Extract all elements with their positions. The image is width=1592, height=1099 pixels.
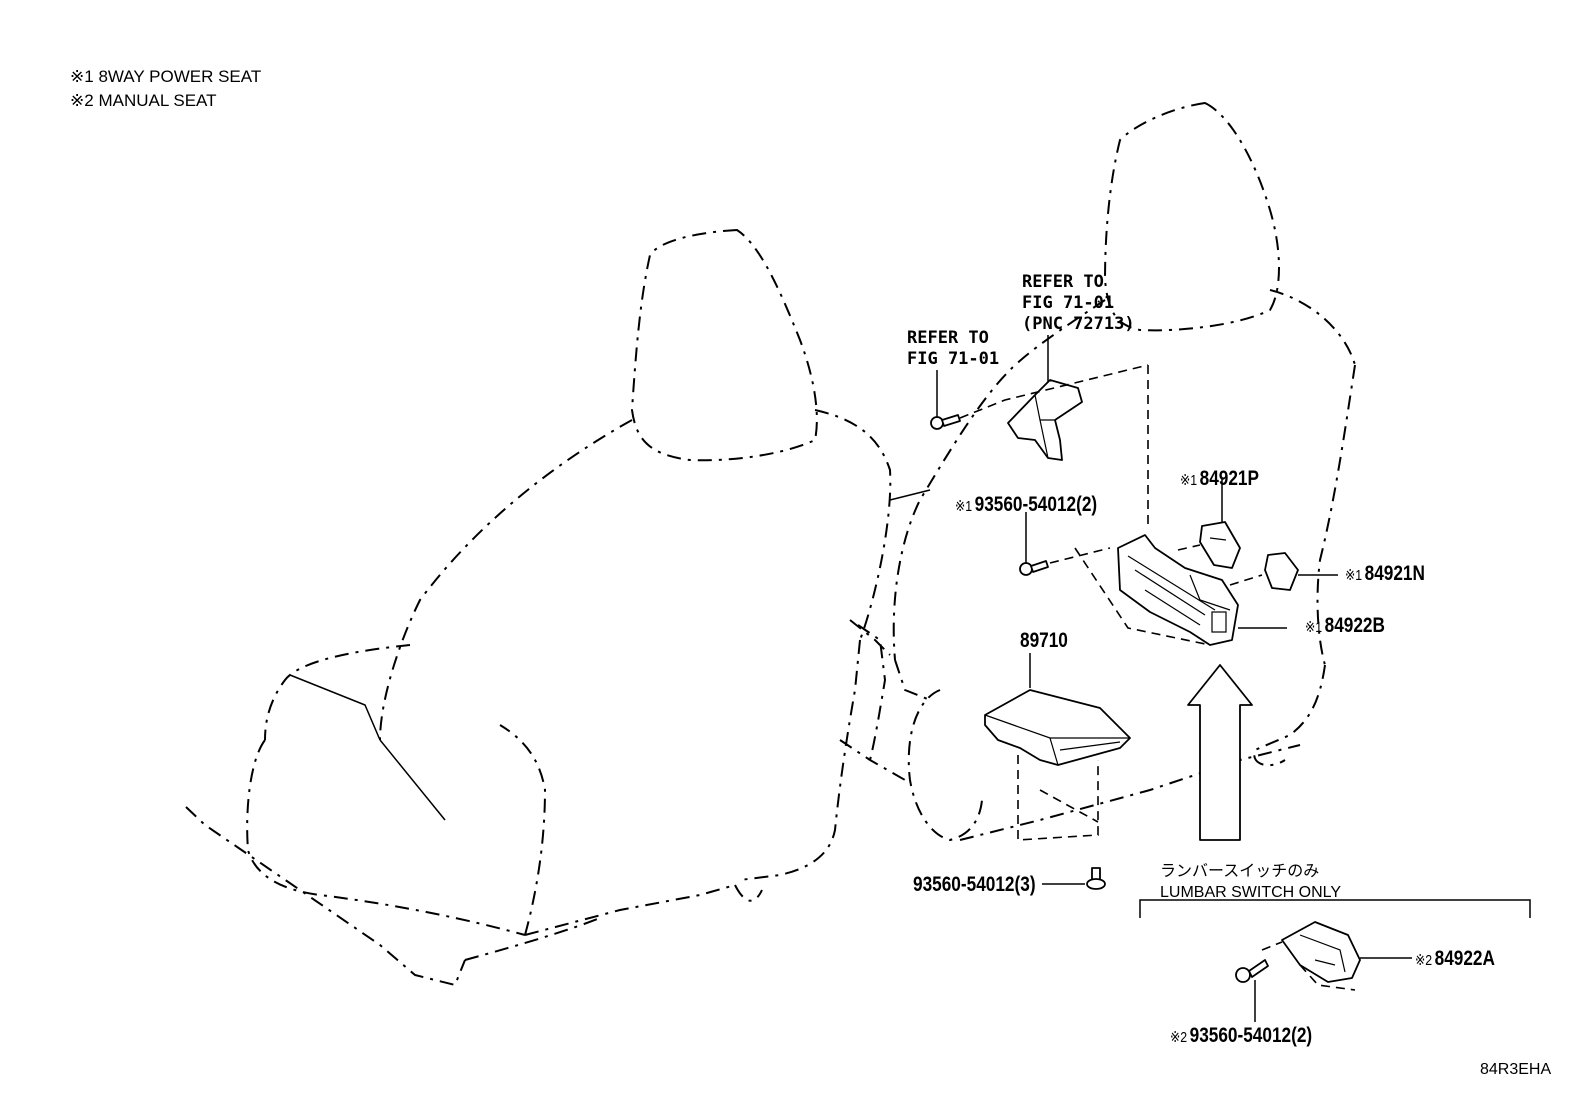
part-mark-84922B: ※1 xyxy=(1305,619,1323,636)
left-seat-outline-icon xyxy=(185,229,892,986)
part-mark-screw-manual: ※2 xyxy=(1170,1029,1188,1046)
seat-bracket-icon xyxy=(1007,379,1083,461)
part-number-screw-lower: 93560-54012(3) xyxy=(913,873,1036,896)
part-label-screw-lower[interactable]: 93560-54012(3) xyxy=(913,874,1036,895)
switch-knob-icon-n xyxy=(1264,552,1299,591)
refer-top-line-3: (PNC 72713) xyxy=(1022,314,1135,334)
part-number-84921N: 84921N xyxy=(1364,562,1425,585)
part-number-84922B: 84922B xyxy=(1324,614,1385,637)
legend-mark-2: ※2 xyxy=(70,91,94,110)
part-number-screw-upper: 93560-54012(2) xyxy=(974,493,1098,516)
part-label-89710[interactable]: 89710 xyxy=(1020,630,1068,651)
part-mark-84922A: ※2 xyxy=(1415,952,1433,969)
refer-left-line-2: FIG 71-01 xyxy=(907,349,1000,369)
bolt-icon-manual xyxy=(1235,959,1269,983)
part-mark-84921N: ※1 xyxy=(1345,567,1363,584)
diagram-code: 84R3EHA xyxy=(1480,1061,1552,1078)
refer-label-left: REFER TO FIG 71-01 xyxy=(907,328,999,370)
part-number-84921P: 84921P xyxy=(1199,467,1259,490)
lumbar-note-en: LUMBAR SWITCH ONLY xyxy=(1160,884,1342,901)
switch-base-icon xyxy=(1117,534,1239,646)
lumbar-note-jp: ランバースイッチのみ xyxy=(1160,863,1320,880)
part-number-screw-manual: 93560-54012(2) xyxy=(1189,1024,1313,1047)
bolt-icon-lower xyxy=(1086,867,1106,890)
part-mark-screw-upper: ※1 xyxy=(955,498,973,515)
lumbar-bracket-line xyxy=(1139,899,1531,918)
switch-base-icon-manual xyxy=(1281,921,1361,983)
legend-mark-1: ※1 xyxy=(70,67,94,86)
part-number-89710: 89710 xyxy=(1020,629,1068,652)
bolt-icon-upper xyxy=(1019,560,1049,576)
refer-top-line-2: FIG 71-01 xyxy=(1022,293,1115,313)
switch-knob-icon-p xyxy=(1199,521,1241,569)
legend-text-1: 8WAY POWER SEAT xyxy=(98,67,262,86)
right-seat-outline-icon xyxy=(839,102,1356,841)
refer-label-top: REFER TO FIG 71-01 (PNC 72713) xyxy=(1022,272,1135,335)
legend-line-1: ※1 8WAY POWER SEAT xyxy=(70,68,261,85)
legend-text-2: MANUAL SEAT xyxy=(98,91,217,110)
refer-left-line-1: REFER TO xyxy=(907,328,989,348)
legend-line-2: ※2 MANUAL SEAT xyxy=(70,92,217,109)
ecu-module-icon xyxy=(984,689,1131,766)
arrow-up-icon xyxy=(1187,664,1253,841)
part-mark-84921P: ※1 xyxy=(1180,472,1198,489)
refer-top-line-1: REFER TO xyxy=(1022,272,1104,292)
part-number-84922A: 84922A xyxy=(1434,947,1495,970)
bolt-icon-refer xyxy=(930,414,961,430)
